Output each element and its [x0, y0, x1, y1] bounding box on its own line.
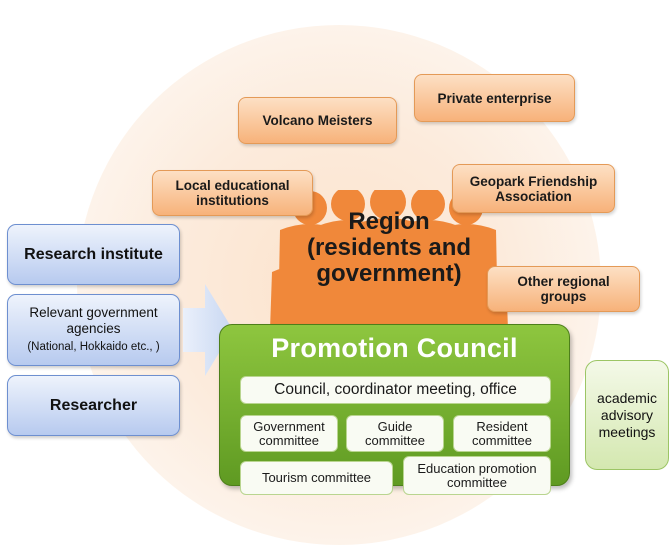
government-committee-box: Government committee — [240, 415, 338, 452]
council-meeting-label: Council, coordinator meeting, office — [274, 381, 517, 398]
researcher-label: Researcher — [49, 396, 138, 414]
volcano-meisters-label: Volcano Meisters — [262, 113, 373, 128]
local-educational-label: Local educational institutions — [175, 178, 290, 208]
private-enterprise-box: Private enterprise — [414, 74, 575, 122]
promotion-council-title: Promotion Council — [271, 333, 518, 363]
region-label: Region (residents and government) — [300, 209, 478, 319]
government-agencies-box: Relevant government agencies (National, … — [7, 294, 180, 366]
academic-advisory-box: academic advisory meetings — [585, 360, 669, 470]
people-silhouettes-icon — [270, 190, 508, 330]
researcher-box: Researcher — [7, 375, 180, 436]
other-groups-box: Other regional groups — [487, 266, 640, 312]
arrow-right-icon — [183, 284, 233, 376]
private-enterprise-label: Private enterprise — [437, 90, 552, 106]
education-committee-label: Education promotion committee — [417, 460, 537, 490]
friendship-association-box: Geopark Friendship Association — [452, 164, 615, 213]
guide-committee-box: Guide committee — [346, 415, 444, 452]
other-groups-label: Other regional groups — [517, 274, 610, 304]
government-agencies-sublabel: (National, Hokkaido etc., ) — [27, 341, 160, 353]
resident-committee-label: Resident committee — [472, 418, 532, 448]
local-educational-box: Local educational institutions — [152, 170, 313, 216]
promotion-council-panel: Promotion Council Council, coordinator m… — [219, 324, 570, 495]
friendship-association-label: Geopark Friendship Association — [469, 173, 598, 204]
tourism-committee-label: Tourism committee — [261, 470, 372, 485]
academic-advisory-label: academic advisory meetings — [597, 389, 657, 440]
research-institute-box: Research institute — [7, 224, 180, 285]
resident-committee-box: Resident committee — [453, 415, 551, 452]
region-label-text: Region (residents and government) — [306, 208, 472, 287]
government-committee-label: Government committee — [253, 418, 325, 448]
council-meeting-box: Council, coordinator meeting, office — [240, 376, 551, 404]
guide-committee-label: Guide committee — [365, 418, 425, 448]
volcano-meisters-box: Volcano Meisters — [238, 97, 397, 144]
research-institute-label: Research institute — [24, 245, 163, 263]
tourism-committee-box: Tourism committee — [240, 461, 393, 495]
government-agencies-label: Relevant government agencies — [29, 305, 158, 336]
education-committee-box: Education promotion committee — [403, 456, 551, 495]
